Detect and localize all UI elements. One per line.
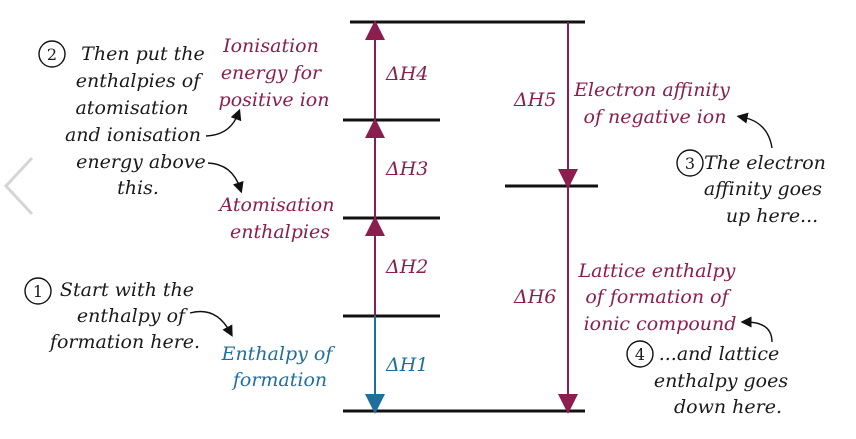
pointer-arrow [205,108,242,137]
label-atomisation: Atomisation enthalpies [217,194,340,243]
svg-text:The electron affinity go: The electron affinity goes up here... [704,152,832,227]
chevron-left-icon[interactable] [3,156,34,216]
label-electron-affinity: Electron affinity of negative ion [573,79,736,128]
label-h5: ΔH5 [513,89,556,111]
label-ionisation: Ionisation energy for positive ion [219,35,330,111]
pointer-arrow [189,310,233,337]
step-number: 1 [33,282,43,301]
pointer-arrow [207,162,244,194]
label-formation: Enthalpy of formation [221,343,339,391]
step-number-badge [38,40,66,68]
step-number-badge [676,149,704,177]
label-h3: ΔH3 [385,158,428,180]
pointer-arrow [740,316,773,343]
step-number-badge [24,277,52,305]
note-step-2: 2 Then put the enthalpies of atomisation… [38,40,244,199]
step-number: 2 [47,45,57,64]
label-h1: ΔH1 [385,354,428,376]
step-number: 3 [685,154,695,173]
svg-text:Start with the enthalpy: Start with the enthalpy of formation her… [48,279,200,353]
label-h4: ΔH4 [385,63,428,85]
svg-text:...and lattice enthalpy: ...and lattice enthalpy goes down here. [654,343,794,418]
step-number-badge [626,340,654,368]
svg-text:Then put the enthalpies: Then put the enthalpies of atomisation a… [65,43,212,199]
label-h2: ΔH2 [385,256,428,278]
note-step-4: 4 ...and lattice enthalpy goes down here… [626,316,794,418]
note-step-1: 1 Start with the enthalpy of formation h… [24,277,233,353]
label-lattice: Lattice enthalpy of formation of ionic c… [578,260,742,335]
step-number: 4 [635,345,645,364]
label-h6: ΔH6 [513,286,556,308]
pointer-arrow [736,112,773,149]
note-step-3: 3 The electron affinity goes up here... [676,112,832,227]
